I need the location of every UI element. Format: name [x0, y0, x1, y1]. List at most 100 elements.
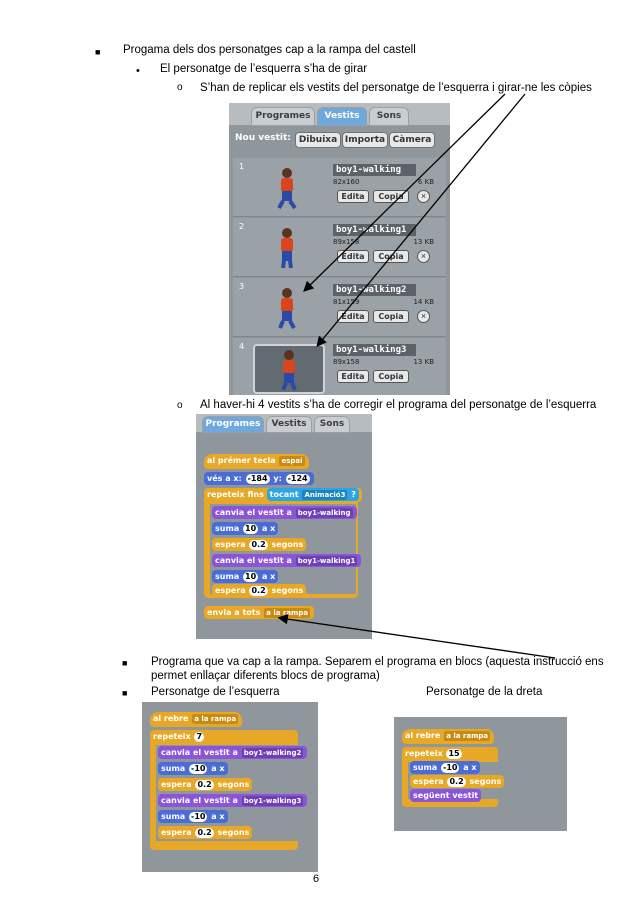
edit-button[interactable]: Edita [337, 190, 369, 203]
block-label: segons [469, 777, 502, 786]
target-dropdown[interactable]: Animació3 [302, 490, 348, 500]
change-x-block[interactable]: suma -10 a x [410, 761, 480, 774]
y-input[interactable]: -124 [285, 474, 310, 484]
change-x-block[interactable]: suma -10 a x [158, 810, 228, 823]
key-dropdown[interactable]: espai [279, 456, 305, 466]
value-input[interactable]: 0.2 [447, 777, 466, 787]
wait-block[interactable]: espera 0.2 segons [212, 584, 307, 597]
value-input[interactable]: -10 [441, 763, 460, 773]
costume-item[interactable]: 3 boy1-walking2 81x159 14 KB Edita Copia… [233, 278, 446, 337]
block-label: envia a tots [207, 608, 261, 617]
block-label: espera [413, 777, 444, 786]
delete-icon[interactable]: × [417, 310, 430, 323]
costume-item[interactable]: 1 boy1-walking 82x160 6 KB Edita Copia × [233, 158, 446, 217]
delete-icon[interactable]: × [417, 250, 430, 263]
block-label: suma [161, 812, 186, 821]
paint-button[interactable]: Dibuixa [295, 132, 341, 148]
edit-button[interactable]: Edita [337, 370, 369, 383]
edit-button[interactable]: Edita [337, 250, 369, 263]
wait-block[interactable]: espera 0.2 segons [158, 778, 253, 791]
message-dropdown[interactable]: a la rampa [264, 608, 311, 618]
costume-size: 13 KB [413, 238, 434, 246]
costume-size: 14 KB [413, 298, 434, 306]
costume-item[interactable]: 2 boy1-walking1 89x158 13 KB Edita Copia… [233, 218, 446, 277]
costume-name[interactable]: boy1-walking1 [333, 224, 416, 236]
switch-costume-block[interactable]: canvia el vestit a boy1-walking1 [212, 554, 362, 567]
costume-dropdown[interactable]: boy1-walking3 [241, 796, 304, 806]
value-input[interactable]: 10 [243, 524, 259, 534]
costume-dropdown[interactable]: boy1-walking1 [295, 556, 358, 566]
delete-icon[interactable]: × [417, 190, 430, 203]
goto-xy-block[interactable]: vés a x: -184 y: -124 [204, 472, 314, 485]
block-label: segons [271, 586, 304, 595]
value-input[interactable]: 0.2 [249, 586, 268, 596]
copy-button[interactable]: Copia [373, 370, 409, 383]
costume-dropdown[interactable]: boy1-walking [295, 508, 353, 518]
when-receive-block[interactable]: al rebre a la rampa [150, 712, 243, 727]
value-input[interactable]: 7 [194, 732, 205, 742]
costume-number: 1 [239, 162, 245, 171]
value-input[interactable]: 10 [243, 572, 259, 582]
copy-button[interactable]: Copia [373, 310, 409, 323]
bullet-text-3: S’han de replicar els vestits del person… [200, 82, 592, 94]
block-label: repeteix fins [207, 490, 264, 499]
costume-number: 4 [239, 342, 245, 351]
square-bullet-icon: ■ [122, 658, 128, 668]
tab-programes[interactable]: Programes [202, 416, 264, 433]
copy-button[interactable]: Copia [373, 250, 409, 263]
wait-block[interactable]: espera 0.2 segons [158, 826, 253, 839]
value-input[interactable]: 15 [446, 749, 462, 759]
tab-sons[interactable]: Sons [369, 107, 409, 126]
import-button[interactable]: Importa [342, 132, 388, 148]
tab-sons[interactable]: Sons [314, 416, 350, 433]
change-x-block[interactable]: suma 10 a x [212, 570, 279, 583]
costume-name[interactable]: boy1-walking2 [333, 284, 416, 296]
switch-costume-block[interactable]: canvia el vestit a boy1-walking [212, 506, 357, 519]
touching-block[interactable]: tocant Animació3 ? [266, 488, 359, 501]
switch-costume-block[interactable]: canvia el vestit a boy1-walking3 [158, 794, 308, 807]
value-input[interactable]: 0.2 [249, 540, 268, 550]
value-input[interactable]: 0.2 [195, 828, 214, 838]
costume-dropdown[interactable]: boy1-walking2 [241, 748, 304, 758]
tab-vestits[interactable]: Vestits [266, 416, 312, 433]
change-x-block[interactable]: suma 10 a x [212, 522, 279, 535]
boy-sprite-icon [278, 288, 296, 329]
circle-bullet-icon: o [177, 82, 183, 93]
bullet-text-2: El personatge de l’esquerra s’ha de gira… [160, 63, 368, 75]
circle-bullet-icon: o [177, 400, 183, 411]
costume-name[interactable]: boy1-walking3 [333, 344, 416, 356]
edit-button[interactable]: Edita [337, 310, 369, 323]
tab-bar: Programes Vestits Sons [229, 103, 450, 126]
switch-costume-block[interactable]: canvia el vestit a boy1-walking2 [158, 746, 308, 759]
when-receive-block[interactable]: al rebre a la rampa [402, 729, 495, 744]
value-input[interactable]: -10 [189, 812, 208, 822]
costume-name[interactable]: boy1-walking [333, 164, 416, 176]
next-costume-block[interactable]: següent vestit [410, 789, 482, 802]
broadcast-block[interactable]: envia a tots a la rampa [204, 606, 315, 619]
block-label: y: [273, 474, 282, 483]
message-dropdown[interactable]: a la rampa [444, 731, 491, 741]
value-input[interactable]: 0.2 [195, 780, 214, 790]
wait-block[interactable]: espera 0.2 segons [212, 538, 307, 551]
camera-button[interactable]: Càmera [389, 132, 435, 148]
x-input[interactable]: -184 [245, 474, 270, 484]
tab-vestits[interactable]: Vestits [317, 107, 367, 126]
repeat-header: repeteix 15 [402, 747, 466, 760]
block-label: suma [215, 524, 240, 533]
value-input[interactable]: -10 [189, 764, 208, 774]
block-label: espera [215, 586, 246, 595]
when-key-pressed-block[interactable]: al prémer tecla espai [204, 454, 309, 469]
wait-block[interactable]: espera 0.2 segons [410, 775, 505, 788]
costume-item[interactable]: 4 boy1-walking3 89x158 13 KB Edita Copia [233, 338, 446, 395]
change-x-block[interactable]: suma -10 a x [158, 762, 228, 775]
boy-sprite-icon [277, 168, 297, 210]
bullet-text-5b: permet enllaçar diferents blocs de progr… [151, 670, 380, 682]
page-number: 6 [313, 873, 320, 885]
block-label: suma [413, 763, 438, 772]
message-dropdown[interactable]: a la rampa [192, 714, 239, 724]
block-label: repeteix [405, 749, 443, 758]
tab-programes[interactable]: Programes [251, 107, 315, 126]
copy-button[interactable]: Copia [373, 190, 409, 203]
block-label: canvia el vestit a [161, 796, 238, 805]
